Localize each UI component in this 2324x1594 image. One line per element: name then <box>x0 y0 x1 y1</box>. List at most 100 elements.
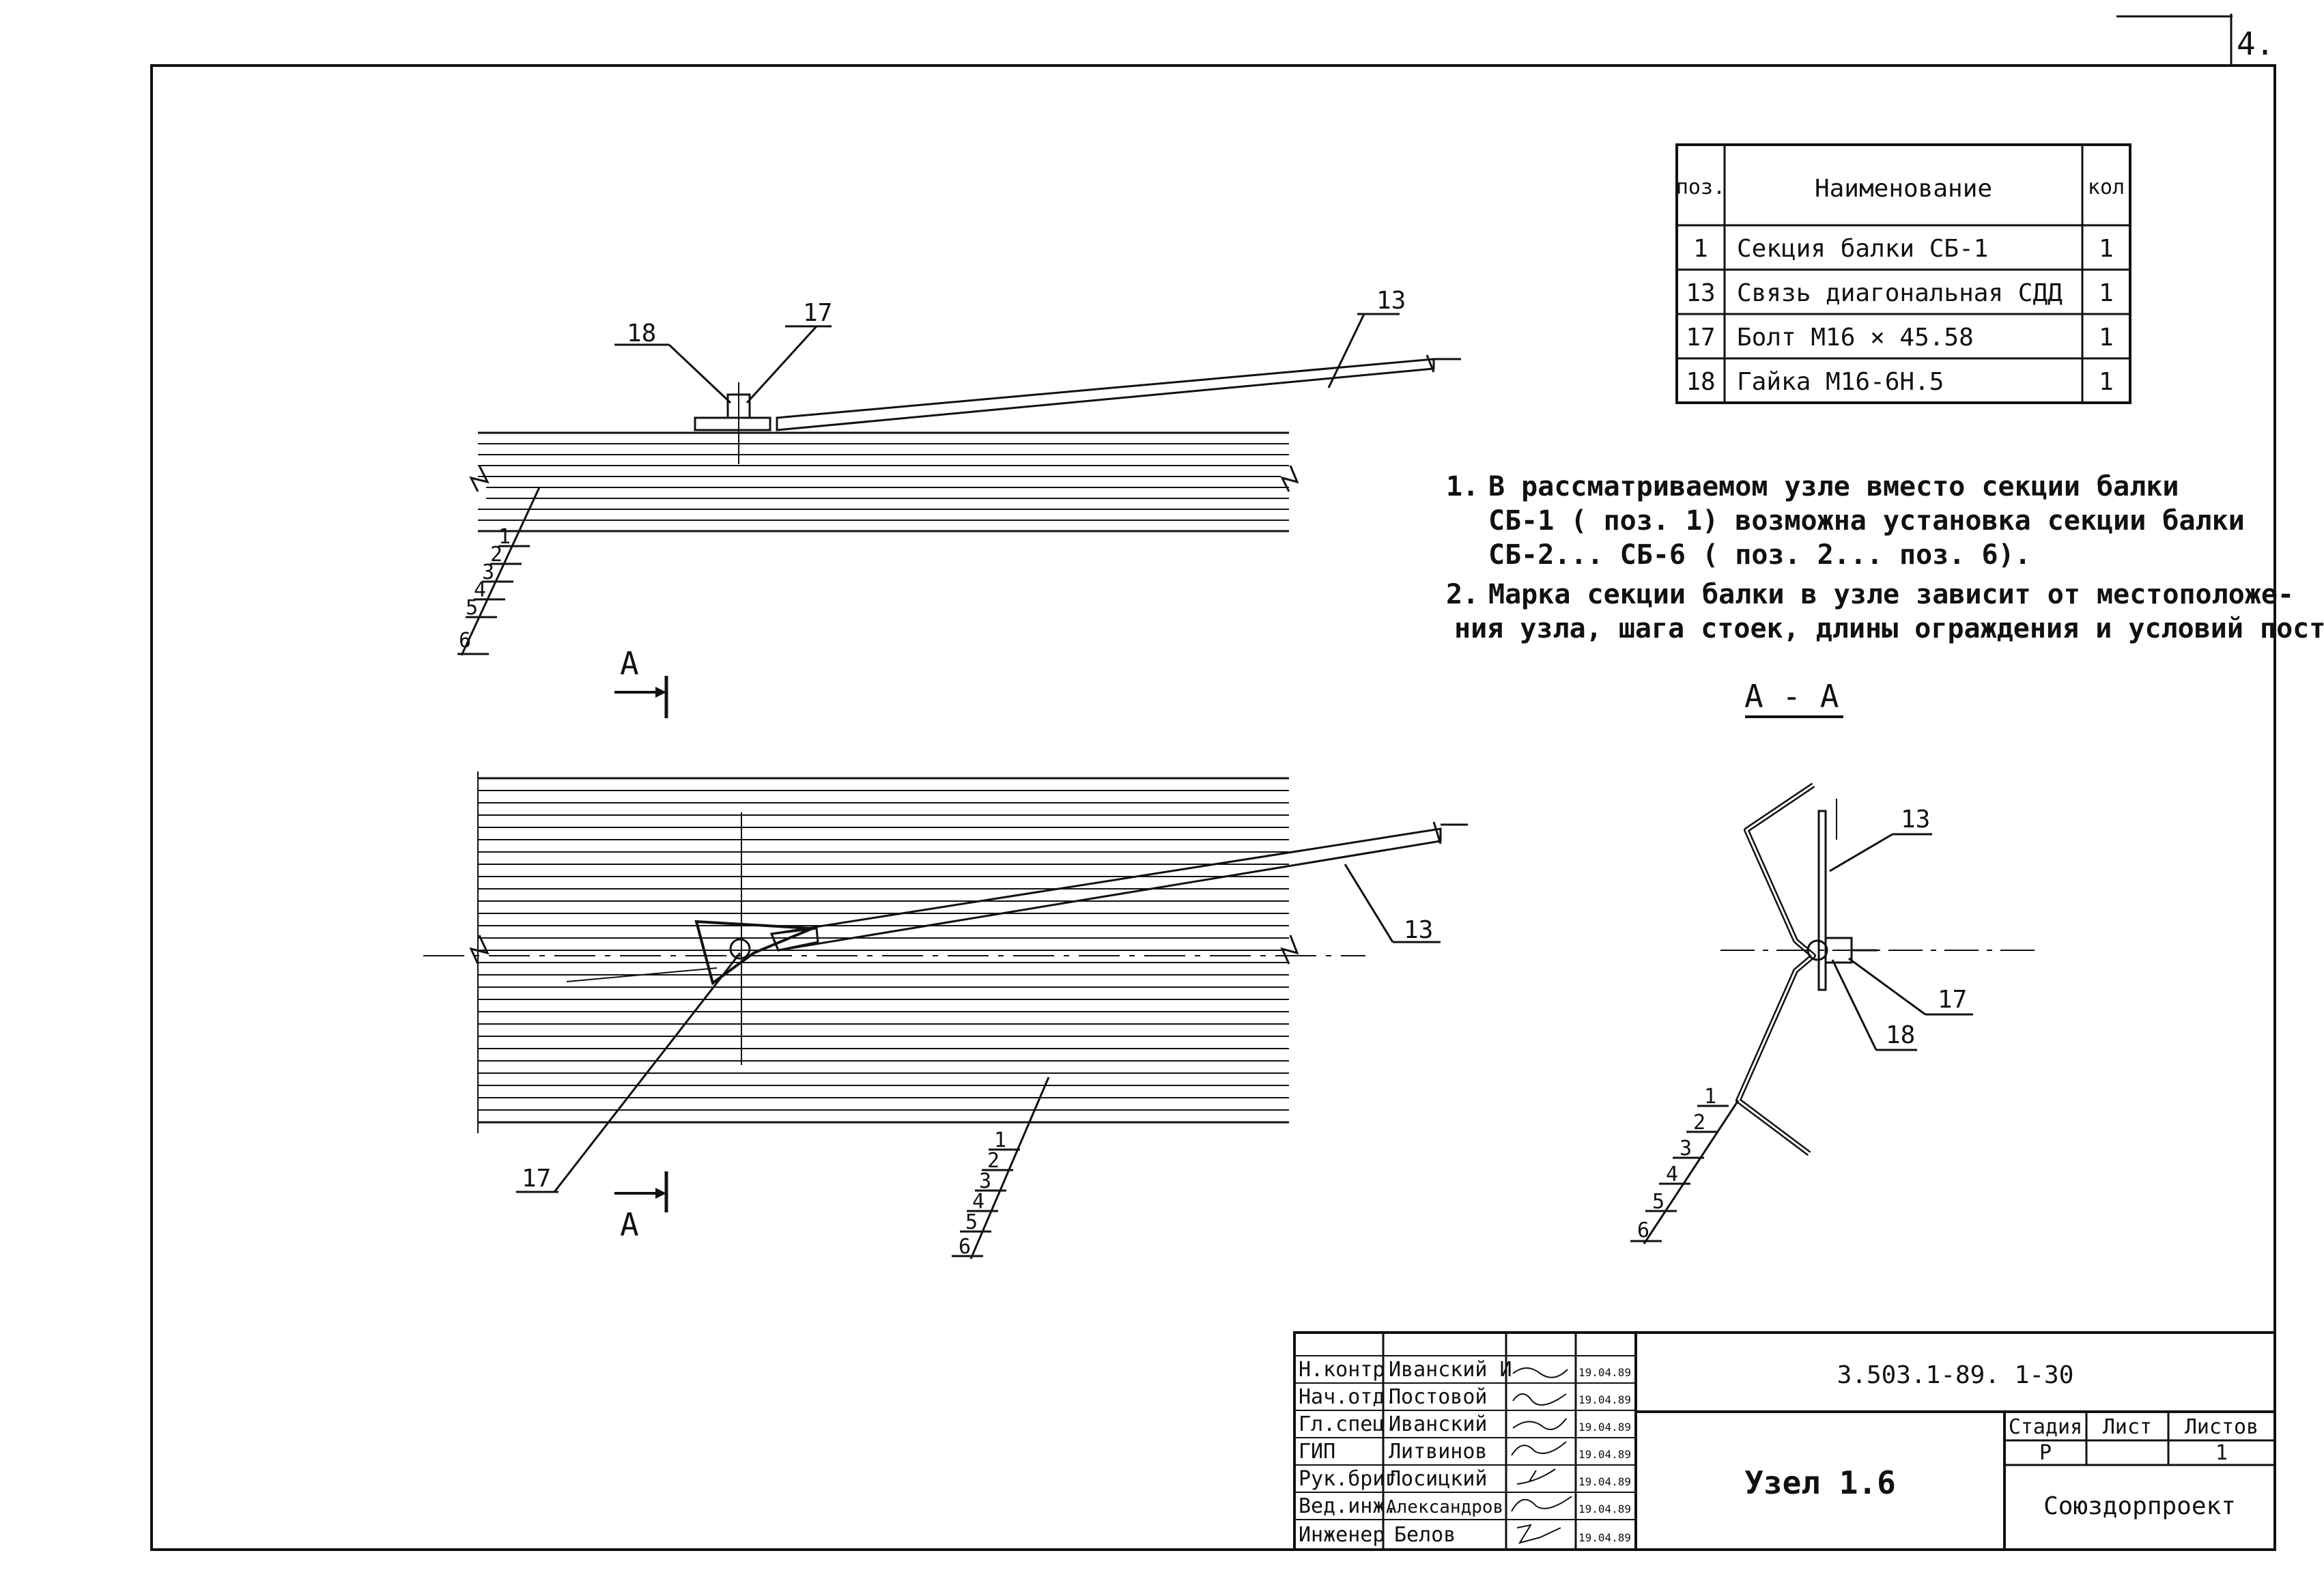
staff-name: Иванский И <box>1389 1358 1512 1382</box>
signature <box>1512 1418 1567 1430</box>
series-ticks <box>457 545 530 655</box>
beam-plan-lines <box>477 771 1289 1133</box>
callout-13: 13 <box>1404 916 1433 944</box>
staff-date: 19.04.89 <box>1578 1393 1631 1406</box>
cut-mark-label-bottom: А <box>620 1206 639 1243</box>
series-label: 2 <box>1693 1111 1705 1135</box>
sheet-frame: 4. <box>150 14 2276 1551</box>
spec-table: поз. Наименование кол 1 Секция балки СБ-… <box>1675 143 2131 404</box>
beam-profile-lines <box>478 431 1289 532</box>
series-ticks <box>952 1148 1020 1257</box>
series-label: 5 <box>1652 1190 1664 1214</box>
series-label: 5 <box>965 1210 978 1234</box>
staff-role: Н.контр <box>1299 1358 1385 1382</box>
staff-role: Нач.отд. <box>1299 1385 1398 1409</box>
series-label: 4 <box>1666 1163 1678 1186</box>
plan-view: 13 17 1 2 3 4 5 6 <box>423 771 1468 1259</box>
spec-row-name: Секция балки СБ-1 <box>1737 235 1988 263</box>
spec-header-qty: кол <box>2088 175 2125 199</box>
series-label: 6 <box>459 629 471 653</box>
series-label: 4 <box>972 1190 984 1214</box>
signature <box>1512 1367 1568 1378</box>
staff-role: Инженер <box>1299 1523 1385 1547</box>
note-2-line: Марка секции балки в узле зависит от мес… <box>1488 579 2294 610</box>
signature <box>1512 1393 1567 1406</box>
section-title: А - А <box>1744 678 1839 715</box>
section-cut-marks: А А <box>614 645 668 1243</box>
note-2-line: ния узла, шага стоек, длины ограждения и… <box>1454 613 2324 644</box>
callout-13: 13 <box>1901 806 1930 834</box>
signature <box>1511 1441 1567 1456</box>
note-1-line: СБ-2... СБ-6 ( поз. 2... поз. 6). <box>1488 539 2031 571</box>
staff-date: 19.04.89 <box>1578 1421 1631 1434</box>
spec-row-qty: 1 <box>2099 235 2114 263</box>
staff-date: 19.04.89 <box>1578 1448 1631 1461</box>
series-label: 2 <box>490 543 502 567</box>
spec-row-qty: 1 <box>2099 279 2114 307</box>
callout-17: 17 <box>522 1165 551 1193</box>
note-1-number: 1. <box>1446 471 1479 502</box>
callout-13: 13 <box>1376 287 1406 315</box>
spec-row-pos: 18 <box>1686 368 1715 396</box>
drawing-title: Узел 1.6 <box>1744 1464 1896 1501</box>
staff-role: Вед.инж. <box>1299 1494 1398 1518</box>
sheet-header: Лист <box>2103 1415 2152 1439</box>
side-view: 18 17 13 1 2 3 4 5 6 <box>457 287 1461 656</box>
spec-row-qty: 1 <box>2099 324 2114 352</box>
signature <box>1511 1496 1572 1512</box>
series-label: 6 <box>1637 1219 1649 1242</box>
series-label: 6 <box>959 1235 971 1259</box>
staff-date: 19.04.89 <box>1578 1531 1631 1544</box>
spec-row-qty: 1 <box>2099 368 2114 396</box>
staff-role: Гл.спец. <box>1299 1412 1398 1436</box>
note-1-line: В рассматриваемом узле вместо секции бал… <box>1488 471 2179 502</box>
page-number: 4. <box>2237 25 2274 62</box>
signature <box>1516 1524 1561 1544</box>
series-label: 5 <box>466 596 478 620</box>
section-a-a: А - А 13 17 18 1 2 3 4 5 6 <box>1630 678 2035 1244</box>
staff-date: 19.04.89 <box>1578 1503 1631 1515</box>
staff-date: 19.04.89 <box>1578 1475 1631 1488</box>
spec-row-pos: 1 <box>1693 235 1708 263</box>
series-ticks <box>1630 1105 1729 1242</box>
spec-row-pos: 13 <box>1686 279 1715 307</box>
series-label: 1 <box>994 1128 1006 1152</box>
spec-row-name: Гайка М16-6Н.5 <box>1737 368 1944 396</box>
note-1-line: СБ-1 ( поз. 1) возможна установка секции… <box>1488 505 2245 537</box>
spec-row-name: Связь диагональная СДД <box>1737 279 2063 307</box>
callout-18: 18 <box>627 319 656 347</box>
stage-header: Стадия <box>2009 1415 2082 1439</box>
staff-role: Рук.бриг <box>1299 1467 1398 1491</box>
spec-header-pos: поз. <box>1676 175 1725 199</box>
cut-mark-label-top: А <box>620 645 639 682</box>
stage-value: Р <box>2039 1441 2052 1465</box>
spec-header-name: Наименование <box>1815 175 1992 203</box>
staff-name: Иванский <box>1389 1412 1488 1436</box>
notes: 1. В рассматриваемом узле вместо секции … <box>1446 471 2324 644</box>
callout-18: 18 <box>1886 1021 1915 1049</box>
series-label: 3 <box>979 1169 991 1193</box>
series-label: 2 <box>987 1149 1000 1173</box>
series-label: 4 <box>474 578 486 602</box>
series-label: 1 <box>498 525 511 549</box>
sheets-value: 1 <box>2215 1441 2228 1465</box>
callout-17: 17 <box>1938 986 1967 1014</box>
title-block: Н.контр Иванский И 19.04.89 Нач.отд. Пос… <box>1293 1331 2276 1551</box>
organization: Союздорпроект <box>2043 1492 2236 1520</box>
staff-name: Лосицкий <box>1389 1467 1488 1491</box>
spec-row-name: Болт М16 × 45.58 <box>1737 324 1974 352</box>
staff-name: Литвинов <box>1389 1440 1488 1464</box>
staff-date: 19.04.89 <box>1578 1366 1631 1379</box>
sheets-header: Листов <box>2185 1415 2258 1439</box>
spec-row-pos: 17 <box>1686 324 1715 352</box>
staff-name: Александров <box>1386 1497 1503 1518</box>
note-2-number: 2. <box>1446 579 1479 610</box>
signature <box>1516 1468 1556 1485</box>
staff-role: ГИП <box>1299 1440 1335 1464</box>
callout-17: 17 <box>803 299 832 327</box>
series-label: 3 <box>482 560 494 584</box>
staff-name: Постовой <box>1389 1385 1488 1409</box>
staff-name: Белов <box>1394 1523 1456 1547</box>
